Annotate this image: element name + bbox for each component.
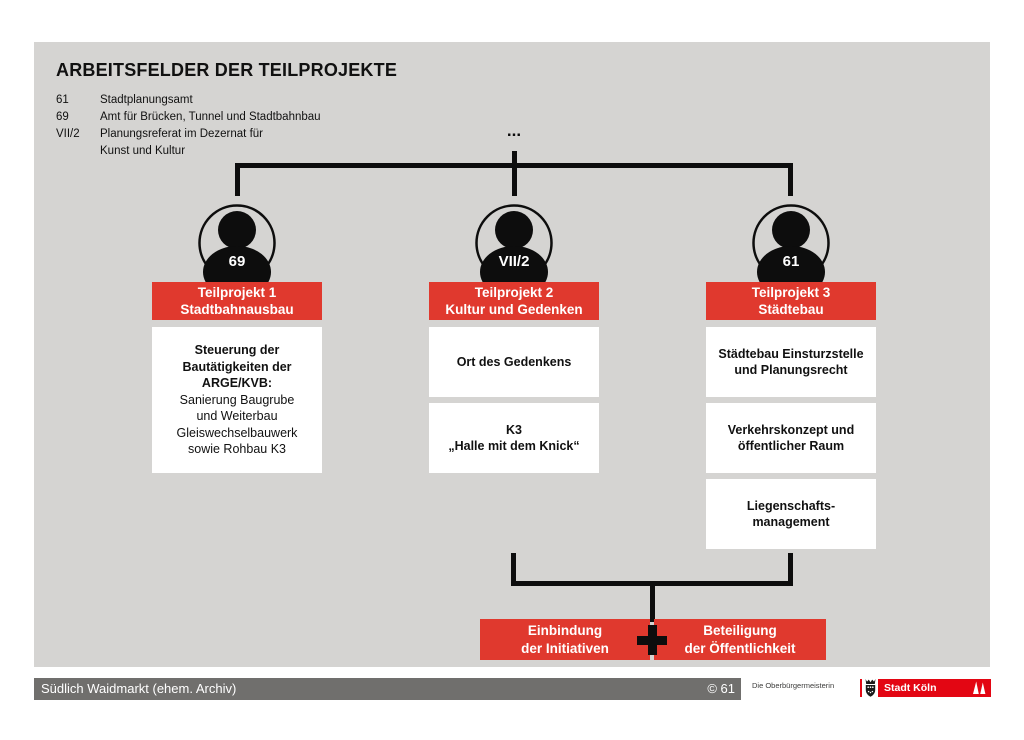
legend-row: 61 Stadtplanungsamt: [56, 92, 321, 109]
bracket-center-drop: [650, 586, 655, 622]
person-icon-teilprojekt2: VII/2: [474, 202, 554, 282]
legend-code: VII/2: [56, 128, 80, 140]
legend: 61 Stadtplanungsamt 69 Amt für Brücken, …: [56, 92, 321, 160]
tp2-task-box-1: Ort des Gedenkens: [429, 327, 599, 397]
person-silhouette-icon: [198, 204, 276, 282]
bracket-left-vertical: [511, 553, 516, 586]
logo-plate: Stadt Köln: [878, 679, 991, 697]
page-title: ARBEITSFELDER DER TEILPROJEKTE: [56, 60, 398, 80]
connector-stub-right: [788, 163, 793, 196]
cathedral-spires-icon: [973, 681, 986, 694]
legend-code: 69: [56, 111, 69, 123]
person-badge: 61: [782, 253, 800, 270]
plus-icon: [637, 625, 667, 655]
legend-code: 61: [56, 94, 69, 106]
person-silhouette-icon: [475, 204, 553, 282]
legend-row: 69 Amt für Brücken, Tunnel und Stadtbahn…: [56, 109, 321, 126]
legend-label: Stadtplanungsamt: [100, 94, 193, 106]
connector-stub-center: [512, 151, 517, 196]
logo-red-bar: [860, 679, 862, 697]
bracket-right-vertical: [788, 553, 793, 586]
legend-label: Amt für Brücken, Tunnel und Stadtbahnbau: [100, 111, 321, 123]
bracket-horizontal: [511, 581, 793, 586]
tp2-task-box-2: K3„Halle mit dem Knick“: [429, 403, 599, 473]
stadt-koeln-logo: Stadt Köln: [860, 679, 991, 697]
footer-bar: Südlich Waidmarkt (ehem. Archiv) © 61: [34, 678, 741, 700]
officeholder-label: Die Oberbürgermeisterin: [752, 681, 835, 690]
footer-project-title: Südlich Waidmarkt (ehem. Archiv): [41, 681, 237, 696]
ellipsis-label: ...: [506, 121, 522, 140]
plus-vertical-bar: [647, 625, 657, 655]
person-icon-teilprojekt3: 61: [751, 202, 831, 282]
footer-copyright: © 61: [707, 681, 735, 696]
tp3-task-box-3: Liegenschafts-management: [706, 479, 876, 549]
person-badge: VII/2: [498, 253, 530, 270]
koeln-crest-icon: [865, 679, 876, 697]
logo-text: Stadt Köln: [884, 682, 937, 694]
person-silhouette-icon: [752, 204, 830, 282]
connector-stub-left: [235, 163, 240, 196]
person-badge: 69: [228, 253, 246, 270]
person-icon-teilprojekt1: 69: [197, 202, 277, 282]
